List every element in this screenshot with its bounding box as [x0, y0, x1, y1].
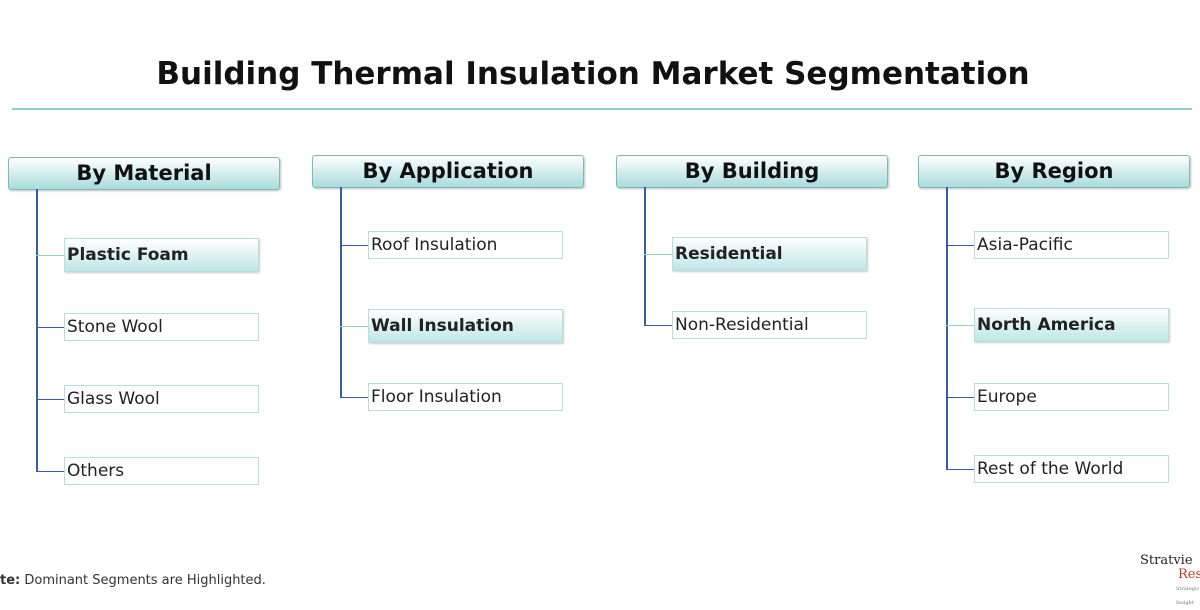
connector-line — [946, 187, 948, 469]
branch-line — [36, 255, 64, 256]
segment-item-highlighted: Residential — [672, 237, 867, 271]
column-header: By Material — [8, 157, 280, 190]
logo-tagline: Strategic Insight — [1176, 586, 1200, 606]
segment-item-highlighted: Wall Insulation — [368, 309, 563, 343]
column-header: By Building — [616, 155, 888, 188]
segment-item-highlighted: North America — [974, 308, 1169, 342]
segment-item: Stone Wool — [64, 313, 259, 341]
branch-line — [946, 397, 974, 398]
segment-item-highlighted: Plastic Foam — [64, 238, 259, 272]
branch-line — [946, 245, 974, 246]
branch-line — [36, 399, 64, 400]
segment-item: Roof Insulation — [368, 231, 563, 259]
stratview-logo: Stratvie Rese Strategic Insight — [1140, 554, 1200, 610]
branch-line — [946, 469, 974, 470]
connector-line — [36, 189, 38, 471]
branch-line — [340, 397, 368, 398]
segment-item: Others — [64, 457, 259, 485]
segment-item: Europe — [974, 383, 1169, 411]
branch-line — [644, 325, 672, 326]
segment-item: Floor Insulation — [368, 383, 563, 411]
column-header: By Application — [312, 155, 584, 188]
branch-line — [36, 471, 64, 472]
branch-line — [36, 327, 64, 328]
note-prefix: te: — [0, 573, 21, 588]
title-divider — [12, 108, 1192, 110]
branch-line — [946, 325, 974, 326]
column-header: By Region — [918, 155, 1190, 188]
note-text: Dominant Segments are Highlighted. — [20, 573, 266, 588]
logo-line2: Rese — [1178, 567, 1200, 582]
logo-line1: Stratvie — [1140, 553, 1193, 568]
connector-line — [644, 187, 646, 325]
segment-item: Asia-Pacific — [974, 231, 1169, 259]
page-title: Building Thermal Insulation Market Segme… — [156, 56, 1030, 92]
branch-line — [644, 254, 672, 255]
connector-line — [340, 187, 342, 397]
segment-item: Glass Wool — [64, 385, 259, 413]
segment-item: Rest of the World — [974, 455, 1169, 483]
branch-line — [340, 245, 368, 246]
footnote: te: Dominant Segments are Highlighted. — [0, 573, 266, 588]
branch-line — [340, 326, 368, 327]
segment-item: Non-Residential — [672, 311, 867, 339]
